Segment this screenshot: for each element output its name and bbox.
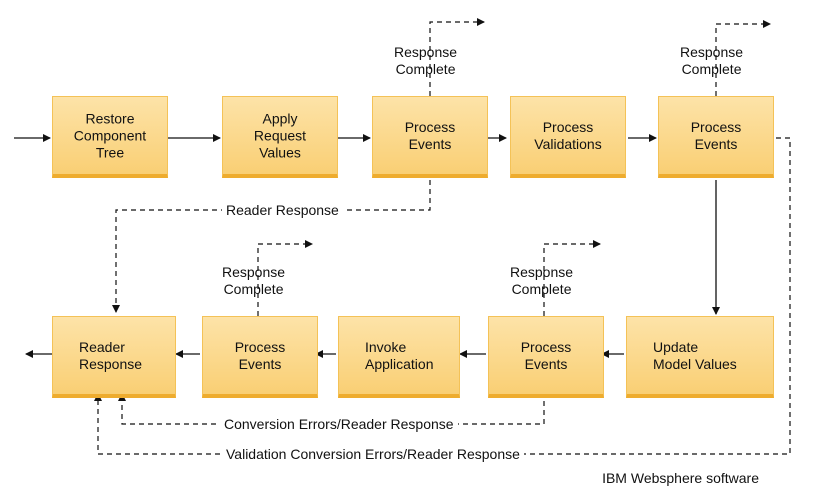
reader-response-path-label: Reader Response [222,202,343,219]
conversion-errors-label: Conversion Errors/Reader Response [220,416,458,433]
response-complete-label-4: Response Complete [510,264,574,297]
process-events-box-2: Process Events [658,96,774,178]
response-complete-label-3: Response Complete [222,264,286,297]
update-model-values-label: Update Model Values [653,338,737,372]
apply-request-values-label: Apply Request Values [253,110,307,160]
reader-response-box: Reader Response [52,316,176,398]
process-events-label-3: Process Events [520,338,572,372]
process-events-label-2: Process Events [690,118,742,152]
process-validations-label: Process Validations [534,118,602,152]
validation-errors-label: Validation Conversion Errors/Reader Resp… [222,446,524,463]
response-complete-label-1: Response Complete [394,44,458,77]
process-events-box-3: Process Events [488,316,604,398]
response-complete-exit-3 [257,240,313,316]
restore-component-tree-label: Restore Component Tree [73,110,147,160]
response-complete-exit-4 [543,240,601,316]
apply-request-values-box: Apply Request Values [222,96,338,178]
process-events-box-1: Process Events [372,96,488,178]
restore-component-tree-box: Restore Component Tree [52,96,168,178]
invoke-application-box: Invoke Application [338,316,460,398]
source-credit: IBM Websphere software [602,470,759,486]
reader-response-box-label: Reader Response [79,338,143,372]
process-events-label-1: Process Events [404,118,456,152]
invoke-application-label: Invoke Application [365,338,434,372]
process-events-box-4: Process Events [202,316,318,398]
response-complete-exit-2 [715,20,771,96]
response-complete-exit-1 [429,18,485,96]
validation-errors-path [94,137,791,455]
update-model-values-box: Update Model Values [626,316,774,398]
process-events-label-4: Process Events [234,338,286,372]
process-validations-box: Process Validations [510,96,626,178]
response-complete-label-2: Response Complete [680,44,744,77]
